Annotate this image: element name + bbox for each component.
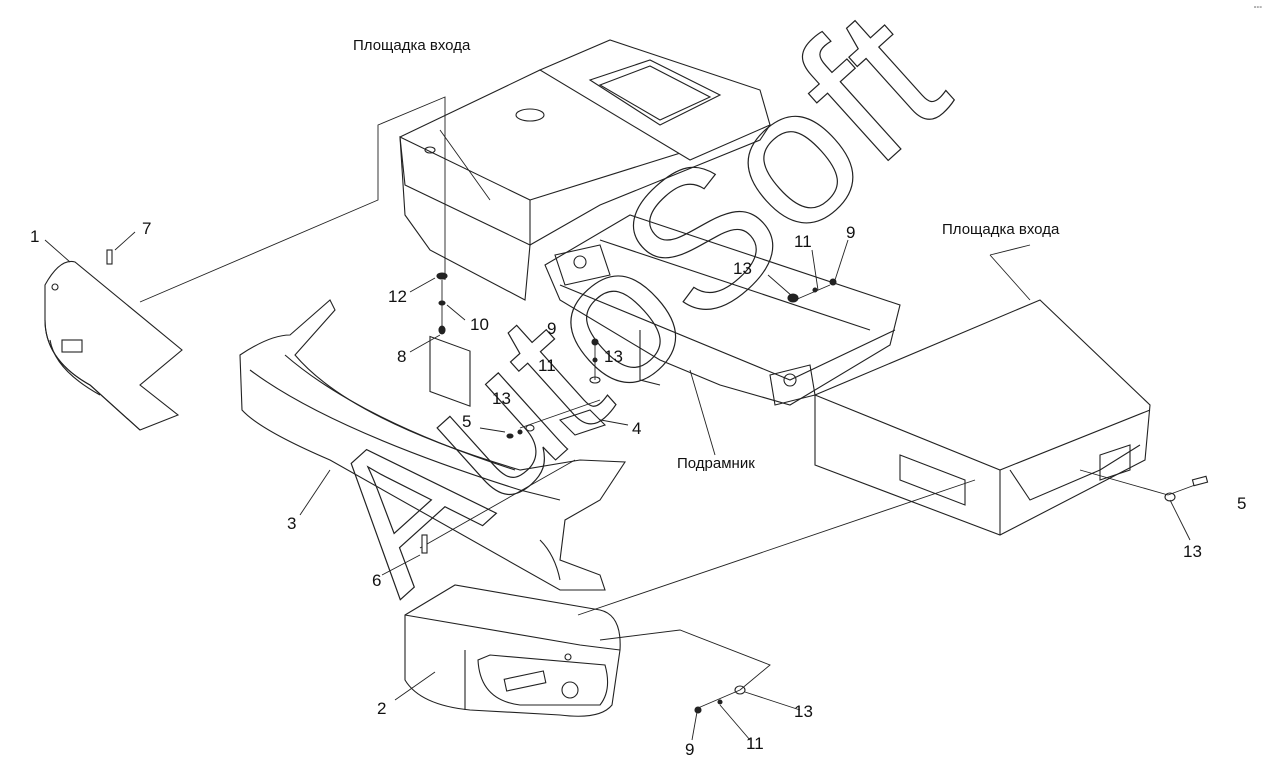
callout-11-center: 11 xyxy=(538,356,556,375)
callout-12: 12 xyxy=(388,287,407,306)
callout-13-bumper: 13 xyxy=(492,389,511,408)
callout-13-bottom: 13 xyxy=(794,702,813,721)
callout-10: 10 xyxy=(470,315,489,334)
callout-13-center: 13 xyxy=(604,347,623,366)
label-subframe: Подрамник xyxy=(677,455,755,472)
entry-platform-left xyxy=(399,39,771,407)
fasteners xyxy=(106,249,1209,714)
label-entry-platform-top: Площадка входа xyxy=(353,37,471,54)
callout-3: 3 xyxy=(287,514,297,533)
callout-7: 7 xyxy=(142,219,152,238)
part-2-right-cover xyxy=(404,584,621,717)
callout-5-right: 5 xyxy=(1237,494,1247,513)
label-entry-platform-right: Площадка входа xyxy=(942,221,1060,238)
callout-9-center: 9 xyxy=(547,319,557,338)
callout-2: 2 xyxy=(377,699,387,718)
callout-1: 1 xyxy=(30,227,40,246)
part-1-left-cover xyxy=(44,260,183,431)
callout-8: 8 xyxy=(397,347,407,366)
callout-4: 4 xyxy=(632,419,642,438)
callout-6: 6 xyxy=(372,571,382,590)
callout-9-top: 9 xyxy=(846,223,856,242)
subframe xyxy=(544,214,901,406)
callout-13-top: 13 xyxy=(733,259,752,278)
callout-5-left: 5 xyxy=(462,412,472,431)
leader-lines xyxy=(44,96,1196,741)
callout-11-top: 11 xyxy=(794,232,812,251)
callout-13-right: 13 xyxy=(1183,542,1202,561)
callout-9-bottom: 9 xyxy=(685,740,695,759)
part-3-bumper xyxy=(239,299,626,591)
corner-mark: °°° xyxy=(1253,6,1262,13)
entry-platform-right xyxy=(814,299,1151,536)
callout-11-bottom: 11 xyxy=(746,734,764,753)
